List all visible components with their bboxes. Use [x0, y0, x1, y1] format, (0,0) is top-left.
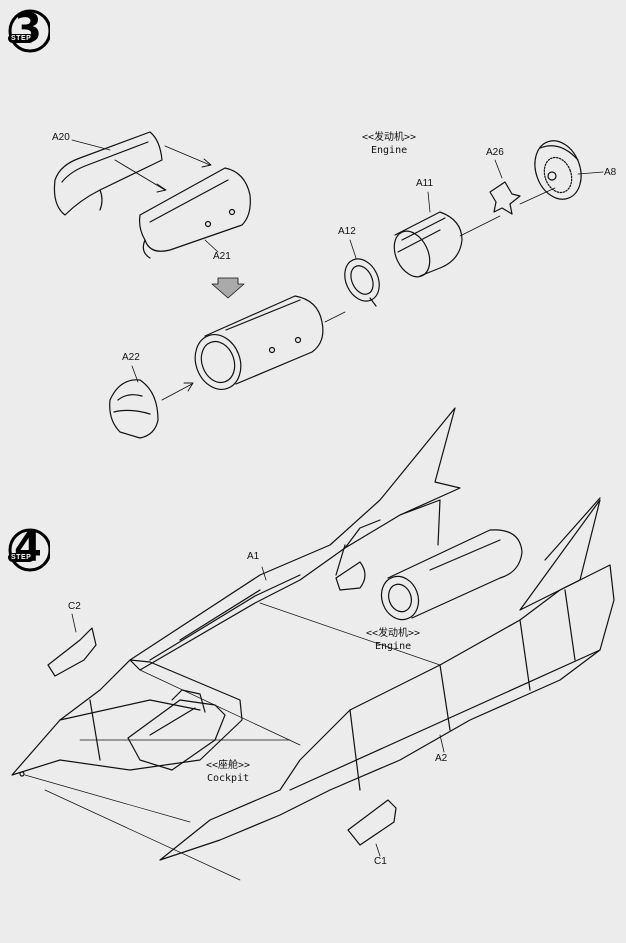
engine-caption-en: Engine: [374, 641, 412, 652]
part-label-a22: A22: [122, 352, 140, 363]
engine-caption-cn: <<发动机>>: [366, 628, 421, 639]
part-label-a21: A21: [213, 251, 231, 262]
part-a26-drawing: [489, 181, 521, 215]
part-label-a26: A26: [486, 147, 504, 158]
cockpit-tub-drawing: [127, 689, 226, 771]
part-label-a1: A1: [247, 551, 260, 562]
assembly-down-arrow-icon: [211, 277, 245, 299]
part-a1-fuselage-drawing: [129, 407, 461, 671]
part-label-c1: C1: [374, 856, 387, 867]
part-a12-drawing: [344, 258, 380, 307]
cockpit-caption-cn: <<座舱>>: [206, 760, 251, 771]
part-a11-drawing: [393, 211, 463, 278]
engine-assembly-drawing: [335, 529, 523, 621]
engine-caption-cn: <<发动机>>: [362, 132, 417, 143]
forward-fuselage-left-drawing: [11, 659, 243, 777]
part-a21-drawing: [138, 167, 251, 259]
part-a2-fuselage-drawing: [159, 497, 615, 861]
part-c2-drawing: [47, 627, 97, 677]
part-a22-drawing: [109, 379, 159, 439]
part-a8-drawing: [534, 140, 582, 200]
step-4-number: 4: [14, 525, 42, 571]
cockpit-caption-en: Cockpit: [206, 773, 250, 784]
exhaust-duct-assembly-drawing: [194, 295, 324, 390]
step-4-tag: STEP: [8, 553, 35, 562]
part-label-a12: A12: [338, 226, 356, 237]
step-4-cockpit-caption: <<座舱>> Cockpit: [206, 759, 250, 785]
engine-caption-en: Engine: [370, 145, 408, 156]
step-4-engine-caption: <<发动机>> Engine: [366, 627, 420, 653]
step-3-badge: 3 STEP: [4, 6, 52, 54]
part-a20-drawing: [53, 131, 163, 216]
step-3-number: 3: [14, 6, 42, 52]
part-label-a20: A20: [52, 132, 70, 143]
part-label-a11: A11: [416, 178, 434, 189]
part-label-a2: A2: [435, 753, 448, 764]
step-3-engine-caption: <<发动机>> Engine: [362, 131, 416, 157]
step-3-tag: STEP: [8, 34, 35, 43]
part-label-c2: C2: [68, 601, 81, 612]
part-c1-drawing: [347, 799, 397, 846]
part-label-a8: A8: [604, 167, 617, 178]
